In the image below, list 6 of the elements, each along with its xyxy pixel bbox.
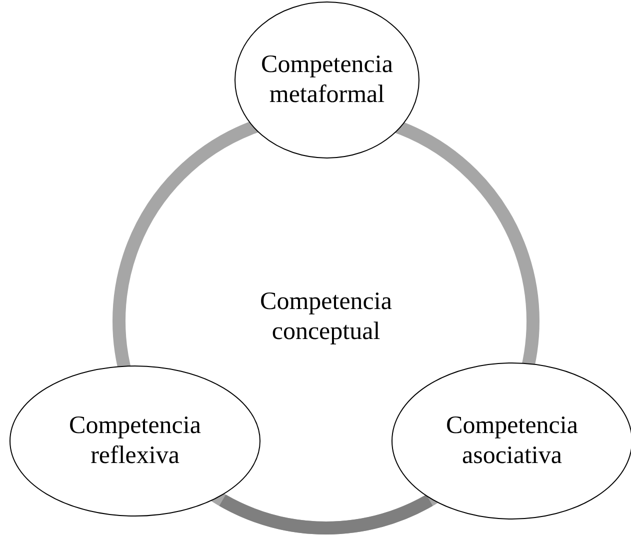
node-label: Competencia metaformal [260,50,394,110]
ellipse-node [9,365,261,517]
node-label: Competencia reflexiva [68,411,202,471]
ellipse-node [234,1,420,159]
center-label: Competencia conceptual [259,287,393,347]
node-label: Competencia asociativa [445,411,579,471]
